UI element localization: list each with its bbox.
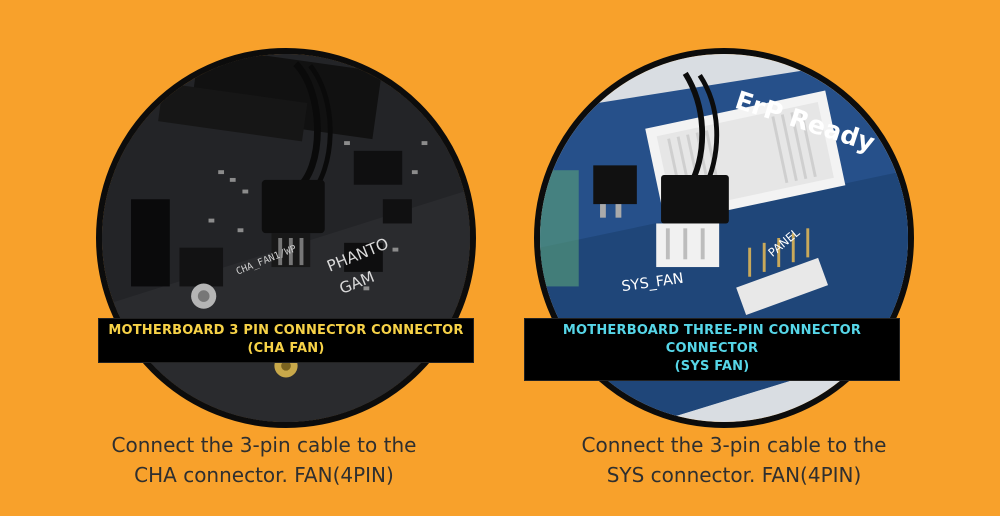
black-motherboard-closeup-image: CHA_FAN1/WP PHANTO GAM <box>102 54 470 422</box>
cha-fan-caption-line2: CHA connector. FAN(4PIN) <box>134 463 394 487</box>
sys-fan-panel: SYS_FAN ErP Ready PANEL MOTHERBOARD THRE… <box>500 0 1000 516</box>
cha-fan-label-line2: (CHA FAN) <box>247 341 325 356</box>
cha-fan-photo: CHA_FAN1/WP PHANTO GAM <box>96 48 476 428</box>
cha-fan-label-line1: MOTHERBOARD 3 PIN CONNECTOR CONNECTOR <box>108 323 464 338</box>
cha-fan-caption-line1: Connect the 3-pin cable to the <box>111 433 417 457</box>
cha-fan-label: MOTHERBOARD 3 PIN CONNECTOR CONNECTOR (C… <box>98 318 474 363</box>
sys-fan-label-line1: MOTHERBOARD THREE-PIN CONNECTOR CONNECTO… <box>562 323 862 356</box>
sys-fan-caption: Connect the 3-pin cable to the SYS conne… <box>524 430 944 490</box>
sys-fan-caption-line1: Connect the 3-pin cable to the <box>581 433 887 457</box>
sys-fan-label-line2: (SYS FAN) <box>674 359 750 374</box>
cha-fan-panel: CHA_FAN1/WP PHANTO GAM MOTHERBOARD 3 PIN… <box>54 48 476 490</box>
cha-fan-caption: Connect the 3-pin cable to the CHA conne… <box>54 430 474 490</box>
sys-fan-caption-line2: SYS connector. FAN(4PIN) <box>606 463 862 487</box>
sys-fan-label: MOTHERBOARD THREE-PIN CONNECTOR CONNECTO… <box>524 318 900 381</box>
